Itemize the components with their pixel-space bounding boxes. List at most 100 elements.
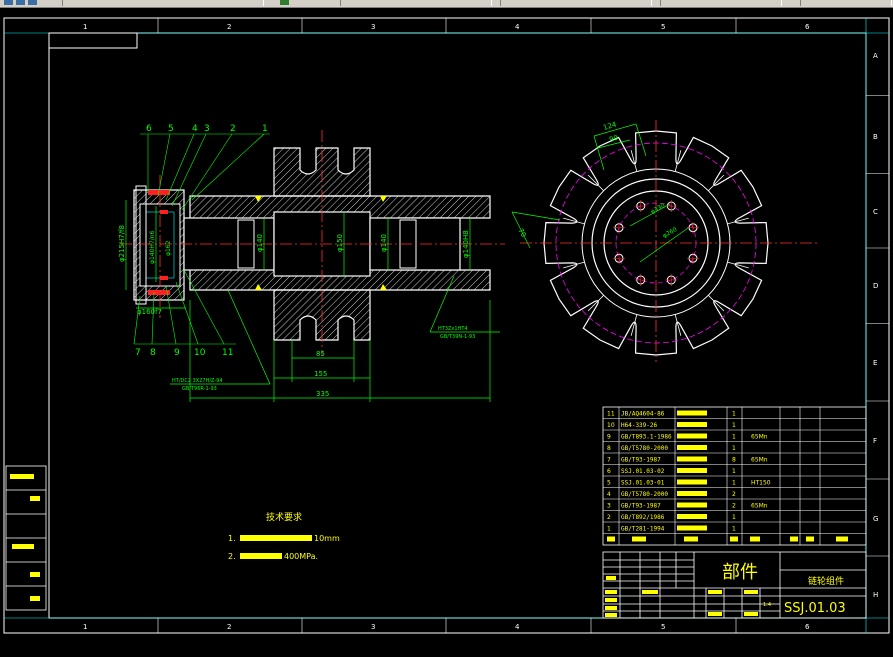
toolbar-icon-a[interactable] — [4, 0, 13, 5]
dim-inner-dia: φ140H7/n6 — [149, 230, 156, 264]
bom-item-no: 5 — [607, 480, 611, 487]
tooth-web-line — [708, 295, 725, 312]
grid-row-G: G — [873, 515, 878, 523]
grid-col-top-3: 3 — [371, 23, 375, 31]
dim-70: 70 — [516, 227, 527, 239]
bom-header-cjk — [730, 536, 738, 542]
assembly-name: 链轮组件 — [808, 575, 844, 587]
bom-item-no: 11 — [607, 411, 615, 418]
end-view[interactable]: 124 90 70 φ330 φ260 — [511, 120, 820, 362]
grid-row-E: E — [873, 359, 877, 367]
bom-qty: 1 — [732, 526, 736, 533]
grid-col-top-1: 1 — [83, 23, 87, 31]
toolbar-combo-2[interactable] — [340, 0, 492, 6]
dim-flange-dia: φ215H7/f8 — [118, 225, 126, 262]
bom-qty: 2 — [732, 491, 736, 498]
dim-length-85: 85 — [316, 350, 325, 358]
bom-code: JB/AQ4604-86 — [621, 411, 665, 418]
tech-line-2-value: 400MPa. — [284, 552, 318, 561]
bom-qty: 1 — [732, 480, 736, 487]
balloon-9[interactable]: 9 — [174, 348, 180, 358]
title-block-grid — [602, 551, 867, 619]
grid-col-bottom-2: 2 — [227, 623, 231, 631]
tech-line-1-cjk-run — [240, 535, 312, 541]
bom-item-no: 8 — [607, 445, 611, 452]
grid-row-F: F — [873, 437, 877, 445]
title-block[interactable]: 部件 链轮组件 SSJ.01.03 1:4 — [602, 551, 867, 619]
balloon-leaders — [133, 133, 270, 345]
tech-line-1-prefix: 1. — [228, 534, 236, 543]
balloon-7[interactable]: 7 — [135, 348, 141, 358]
balloon-1[interactable]: 1 — [262, 124, 268, 134]
bom-qty: 8 — [732, 457, 736, 464]
grid-row-A: A — [873, 52, 878, 60]
balloon-5[interactable]: 5 — [168, 124, 174, 134]
bom-code: SSJ.01.03-01 — [621, 480, 665, 487]
bom-header-cjk — [836, 536, 848, 542]
note-left: HT/DC2 3X27H/Z-94 — [172, 378, 223, 384]
dim-124: 124 — [602, 120, 618, 132]
grid-col-top-4: 4 — [515, 23, 520, 31]
bom-item-no: 1 — [607, 526, 611, 533]
toolbar-combo-1[interactable] — [62, 0, 264, 6]
toolbar-icon-b[interactable] — [16, 0, 25, 5]
balloon-11[interactable]: 11 — [222, 348, 233, 358]
bom-name-cjk — [677, 502, 707, 508]
dim-hole-pcd: φ330 — [650, 202, 667, 216]
bom-item-no: 3 — [607, 503, 611, 510]
dim-mid-dia: φ140 — [256, 234, 264, 252]
bom-name-cjk — [677, 410, 707, 416]
toolbar-combo-4[interactable] — [660, 0, 782, 6]
bom-name-cjk — [677, 456, 707, 462]
bom-row-1[interactable]: 1 GB/T281-1994 1 — [607, 525, 736, 533]
balloon-8[interactable]: 8 — [150, 348, 156, 358]
bom-name-cjk — [677, 433, 707, 439]
bom-material: 65Mn — [751, 434, 768, 441]
bom-code: GB/T93-1987 — [621, 457, 661, 464]
tooth-web-line — [727, 261, 749, 269]
tooth-web-line — [708, 174, 725, 191]
toolbar-icon-c[interactable] — [28, 0, 37, 5]
bom-code: SSJ.01.03-02 — [621, 468, 665, 475]
grid-col-bottom-4: 4 — [515, 623, 520, 631]
balloon-2[interactable]: 2 — [230, 124, 236, 134]
toolbar-combo-5[interactable] — [800, 0, 892, 6]
dim-hole-d: φ260 — [662, 226, 679, 240]
title-block-cjk-labels — [605, 576, 758, 617]
bom-item-no: 4 — [607, 491, 611, 498]
bom-qty: 1 — [732, 468, 736, 475]
balloon-4[interactable]: 4 — [192, 124, 198, 134]
balloon-3[interactable]: 3 — [204, 124, 210, 134]
grid-col-bottom-3: 3 — [371, 623, 375, 631]
app-toolbar-strip — [0, 0, 893, 8]
balloon-6[interactable]: 6 — [146, 124, 152, 134]
bom-header-cjk — [607, 536, 615, 542]
bolt-holes — [613, 200, 699, 286]
balloon-10[interactable]: 10 — [194, 348, 206, 358]
bom-code: GB/T281-1994 — [621, 526, 665, 533]
toolbar-icon-d[interactable] — [280, 0, 289, 5]
tooth-web-line — [674, 314, 682, 336]
technical-requirements: 技术要求 1. 10mm 2. 400MPa. — [228, 511, 340, 561]
grid-col-top-5: 5 — [661, 23, 665, 31]
bom-code: GB/T93-1987 — [621, 503, 661, 510]
tooth-web-line — [587, 174, 604, 191]
note-left-2: GB/T96R-1-93 — [182, 386, 217, 392]
bom-name-cjk — [677, 468, 707, 473]
dim-bottom-dia: φ160f7 — [137, 308, 162, 316]
toolbar-combo-3[interactable] — [500, 0, 652, 6]
